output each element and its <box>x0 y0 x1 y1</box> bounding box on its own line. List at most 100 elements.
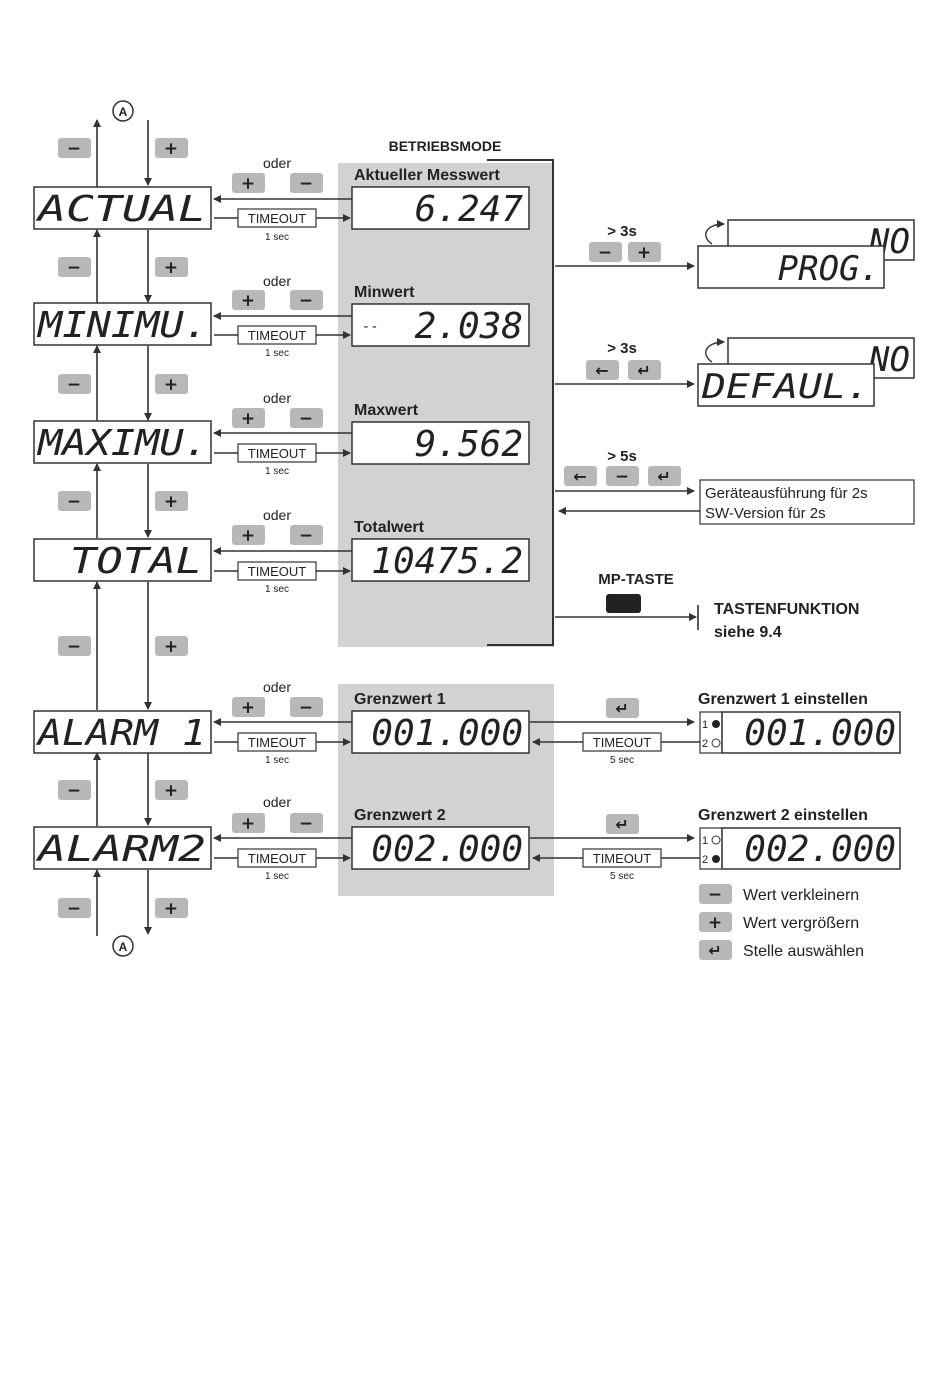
svg-text:TOTAL: TOTAL <box>70 541 202 582</box>
version-minus-button[interactable]: − <box>606 466 639 487</box>
svg-text:−: − <box>67 139 81 159</box>
svg-text:002.000: 002.000 <box>744 829 896 870</box>
grenz2-enter-button[interactable]: ↵ <box>606 814 639 834</box>
svg-text:TIMEOUT: TIMEOUT <box>248 564 307 579</box>
svg-text:Stelle auswählen: Stelle auswählen <box>743 943 864 960</box>
svg-text:−: − <box>67 637 81 657</box>
version-enter-button[interactable]: ↵ <box>648 466 681 486</box>
timeout-box <box>237 848 317 868</box>
svg-text:1: 1 <box>702 719 708 731</box>
oder-minus-button[interactable]: − <box>290 408 323 429</box>
svg-text:1 sec: 1 sec <box>265 871 289 882</box>
prog-minus-button[interactable]: − <box>589 242 622 263</box>
svg-text:2: 2 <box>702 854 708 866</box>
nav-plus-button[interactable]: + <box>155 491 188 512</box>
prog-branch: > 3s − + NO PROG. <box>555 219 915 289</box>
oder-plus-button[interactable]: + <box>232 173 265 194</box>
svg-text:001.000: 001.000 <box>744 713 896 754</box>
svg-text:> 3s: > 3s <box>607 340 637 357</box>
panel-label: Maxwert <box>354 402 419 419</box>
svg-text:−: − <box>708 885 722 905</box>
nav-plus-button[interactable]: + <box>155 257 188 278</box>
svg-text:Wert verkleinern: Wert verkleinern <box>743 887 859 904</box>
svg-text:oder: oder <box>263 679 291 695</box>
svg-text:> 3s: > 3s <box>607 223 637 240</box>
connector-a-top: A <box>112 100 134 122</box>
svg-text:−: − <box>299 698 313 718</box>
svg-text:2: 2 <box>702 738 708 750</box>
default-enter-button[interactable]: ↵ <box>628 360 661 380</box>
nav-plus-button[interactable]: + <box>155 636 188 657</box>
svg-text:+: + <box>164 899 178 919</box>
svg-text:−: − <box>299 814 313 834</box>
menu-row-actual: ACTUAL oder + − TIMEOUT 1 sec Aktueller … <box>33 155 530 243</box>
oder-plus-button[interactable]: + <box>232 697 265 718</box>
connector-a-bottom: A <box>112 935 134 957</box>
oder-minus-button[interactable]: − <box>290 697 323 718</box>
oder-minus-button[interactable]: − <box>290 813 323 834</box>
svg-text:MP-TASTE: MP-TASTE <box>598 571 674 588</box>
svg-text:↵: ↵ <box>615 815 628 834</box>
svg-text:PROG.: PROG. <box>778 249 880 289</box>
display-alarm2 <box>33 826 212 870</box>
svg-text:--: -- <box>362 319 379 335</box>
nav-minus-button[interactable]: − <box>58 257 91 278</box>
mp-taste-branch: MP-TASTE TASTENFUNKTION siehe 9.4 <box>555 571 859 641</box>
nav-plus-button[interactable]: + <box>155 898 188 919</box>
oder-plus-button[interactable]: + <box>232 408 265 429</box>
led-2-off <box>711 738 721 748</box>
svg-text:←: ← <box>573 467 586 486</box>
legend-plus: + Wert vergrößern <box>699 912 859 933</box>
svg-text:+: + <box>241 409 255 429</box>
timeout-box <box>237 561 317 581</box>
nav-plus-button[interactable]: + <box>155 374 188 395</box>
svg-text:Geräteausführung für 2s: Geräteausführung für 2s <box>705 485 868 502</box>
svg-text:−: − <box>299 409 313 429</box>
nav-minus-button[interactable]: − <box>58 138 91 159</box>
nav-plus-button[interactable]: + <box>155 780 188 801</box>
svg-text:−: − <box>67 375 81 395</box>
svg-text:+: + <box>708 913 722 933</box>
menu-row-alarm2: ALARM2 oder + − TIMEOUT 1 sec Grenzwert … <box>33 794 530 882</box>
oder-minus-button[interactable]: − <box>290 290 323 311</box>
display-total <box>33 538 212 582</box>
nav-minus-button[interactable]: − <box>58 780 91 801</box>
mp-taste-button[interactable] <box>606 594 641 613</box>
panel-label: Minwert <box>354 284 415 301</box>
svg-text:−: − <box>615 467 629 487</box>
svg-text:> 5s: > 5s <box>607 448 637 465</box>
svg-text:oder: oder <box>263 507 291 523</box>
oder-plus-button[interactable]: + <box>232 290 265 311</box>
grenz1-enter-button[interactable]: ↵ <box>606 698 639 718</box>
svg-text:TIMEOUT: TIMEOUT <box>248 446 307 461</box>
nav-minus-button[interactable]: − <box>58 636 91 657</box>
svg-text:TIMEOUT: TIMEOUT <box>248 735 307 750</box>
led-1-off <box>711 835 721 845</box>
svg-text:1 sec: 1 sec <box>265 755 289 766</box>
oder-plus-button[interactable]: + <box>232 813 265 834</box>
version-back-button[interactable]: ← <box>564 466 597 486</box>
nav-minus-button[interactable]: − <box>58 898 91 919</box>
prog-display <box>697 245 885 289</box>
svg-text:+: + <box>241 174 255 194</box>
svg-text:TIMEOUT: TIMEOUT <box>593 735 652 750</box>
prog-plus-button[interactable]: + <box>628 242 661 263</box>
panel-display <box>351 710 530 754</box>
svg-text:A: A <box>119 940 128 954</box>
legend-minus: − Wert verkleinern <box>699 884 859 905</box>
svg-text:−: − <box>299 291 313 311</box>
nav-plus-button[interactable]: + <box>155 138 188 159</box>
oder-plus-button[interactable]: + <box>232 525 265 546</box>
nav-minus-button[interactable]: − <box>58 374 91 395</box>
menu-row-minimu: MINIMU. oder + − TIMEOUT 1 sec Minwert -… <box>33 273 530 359</box>
oder-minus-button[interactable]: − <box>290 173 323 194</box>
svg-text:Grenzwert 2 einstellen: Grenzwert 2 einstellen <box>698 807 868 824</box>
nav-minus-button[interactable]: − <box>58 491 91 512</box>
svg-text:TIMEOUT: TIMEOUT <box>248 328 307 343</box>
default-back-button[interactable]: ← <box>586 360 619 380</box>
svg-text:+: + <box>241 814 255 834</box>
svg-text:↵: ↵ <box>657 467 670 486</box>
svg-text:2.038: 2.038 <box>415 306 523 347</box>
oder-minus-button[interactable]: − <box>290 525 323 546</box>
display-actual <box>33 186 212 230</box>
